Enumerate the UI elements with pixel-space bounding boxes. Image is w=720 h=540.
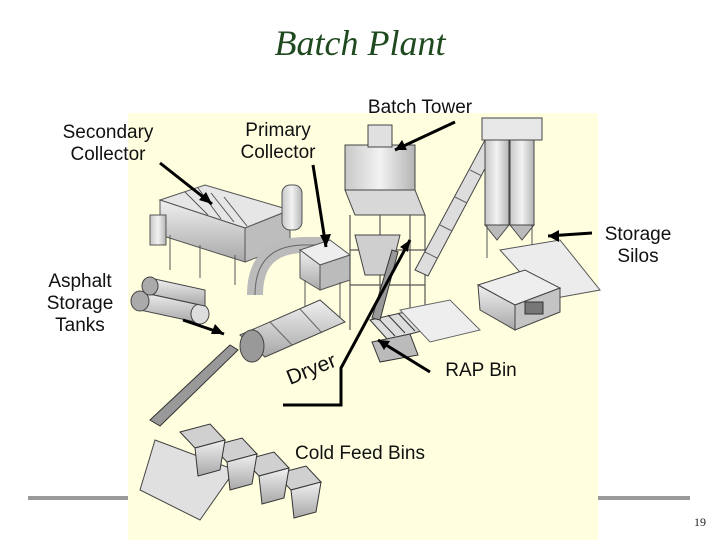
- cold-feed-bins-unit: [139, 344, 322, 521]
- batch-tower-label: Batch Tower: [367, 97, 473, 118]
- primary-collector-unit: [247, 237, 352, 318]
- primary-collector-arrow: [311, 164, 328, 248]
- asphalt-storage-tanks-label: Asphalt Storage Tanks: [46, 271, 114, 336]
- dryer-drum: [239, 299, 346, 363]
- primary-collector-label: Primary Collector: [240, 120, 316, 163]
- storage-silos-unit: [481, 117, 601, 301]
- dryer-label: Dryer: [283, 349, 339, 390]
- slide-title: Batch Plant: [274, 23, 446, 63]
- batch-tower-structure: [344, 124, 426, 330]
- dryer-pointer-line: [283, 239, 412, 407]
- batch-tower-arrow: [394, 120, 456, 152]
- control-house: [476, 269, 562, 331]
- ground-plate: [399, 299, 481, 343]
- cold-feed-bins-label: Cold Feed Bins: [295, 443, 425, 464]
- storage-silos-label: Storage Silos: [604, 224, 672, 267]
- footer-rule-right: [598, 496, 690, 500]
- page-number: 19: [694, 515, 706, 529]
- arrowheads: [199, 140, 559, 350]
- asphalt-storage-tanks-unit: [130, 276, 210, 325]
- footer-rule-left: [28, 496, 128, 500]
- rap-bin-label: RAP Bin: [445, 360, 517, 381]
- secondary-collector-label: Secondary Collector: [62, 122, 154, 165]
- secondary-collector-unit: [149, 184, 303, 285]
